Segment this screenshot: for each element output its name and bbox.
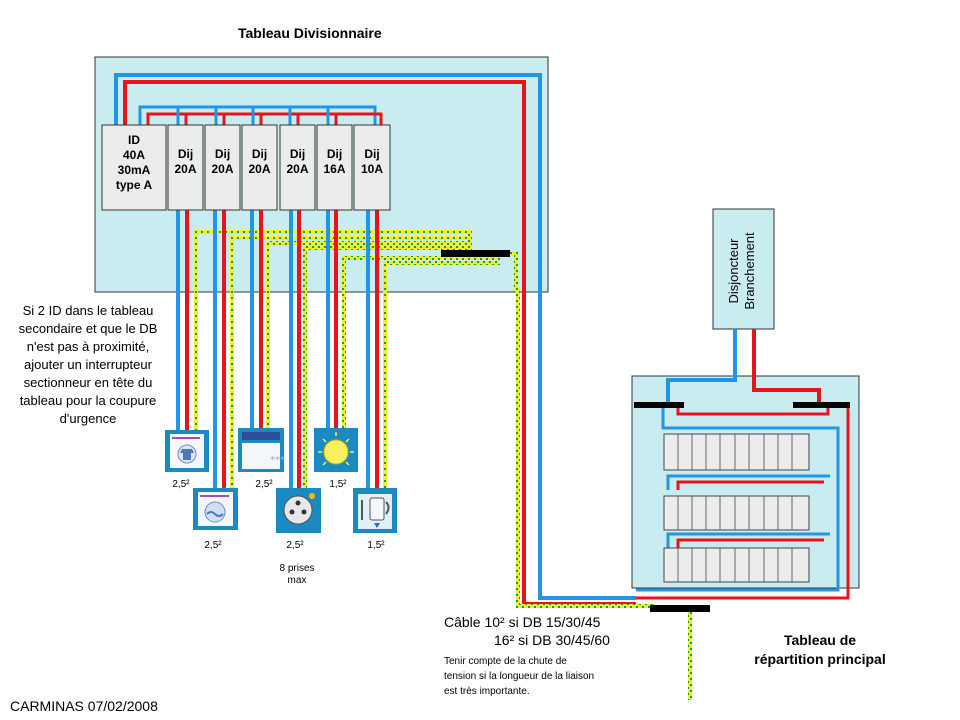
disjoncteur-label: Disjoncteur Branchement bbox=[726, 232, 757, 310]
breaker-5 bbox=[316, 124, 353, 211]
earth-conductors-secondary bbox=[194, 230, 500, 488]
cable-line-2: 16² si DB 30/45/60 bbox=[494, 632, 610, 648]
neutral-busbar bbox=[634, 402, 684, 408]
section-water-heater: 1,5² bbox=[367, 540, 385, 551]
main-breaker bbox=[101, 124, 167, 211]
washing-machine-icon bbox=[193, 488, 238, 530]
main-breaker-dividers bbox=[677, 434, 793, 582]
sockets-note: 8 prises max bbox=[279, 563, 315, 586]
signature: CARMINAS 07/02/2008 bbox=[10, 698, 158, 714]
section-socket: 2,5² bbox=[286, 540, 304, 551]
svg-text:***: *** bbox=[270, 455, 285, 466]
water-heater-icon bbox=[353, 488, 397, 533]
breaker-2-label: Dij 20A bbox=[211, 147, 234, 176]
earth-bar-secondary bbox=[441, 250, 510, 257]
main-breaker-rows bbox=[663, 433, 810, 583]
main-breaker-label: ID 40A 30mA type A bbox=[115, 133, 153, 192]
breaker-row bbox=[101, 124, 391, 211]
dryer-icon bbox=[165, 430, 209, 472]
breaker-4-label: Dij 20A bbox=[286, 147, 309, 176]
cable-note: Tenir compte de la chute de tension si l… bbox=[444, 656, 595, 697]
phase-busbar bbox=[793, 402, 850, 408]
freezer-icon: *** bbox=[238, 428, 285, 472]
disjoncteur-box bbox=[712, 208, 775, 330]
breaker-3 bbox=[241, 124, 278, 211]
section-washer: 2,5² bbox=[204, 540, 222, 551]
secondary-panel-title: Tableau Divisionnaire bbox=[238, 25, 382, 41]
breaker-1 bbox=[167, 124, 204, 211]
cable-line-1: Câble 10² si DB 15/30/45 bbox=[444, 614, 601, 630]
breaker-2 bbox=[204, 124, 241, 211]
section-dryer: 2,5² bbox=[172, 479, 190, 490]
main-panel-label: Tableau de répartition principal bbox=[754, 632, 886, 667]
breaker-3-label: Dij 20A bbox=[248, 147, 271, 176]
breaker-4 bbox=[279, 124, 316, 211]
earth-bar-main bbox=[650, 605, 710, 612]
internal-bus-links bbox=[138, 105, 383, 125]
socket-icon bbox=[276, 488, 321, 533]
note-left: Si 2 ID dans le tableau secondaire et qu… bbox=[18, 303, 158, 426]
breaker-6 bbox=[353, 124, 391, 211]
light-bulb-icon bbox=[314, 428, 358, 472]
outgoing-circuits bbox=[176, 210, 379, 488]
section-light: 1,5² bbox=[329, 479, 347, 490]
breaker-6-label: Dij 10A bbox=[360, 147, 383, 176]
breaker-5-label: Dij 16A bbox=[323, 147, 346, 176]
breaker-1-label: Dij 20A bbox=[174, 147, 197, 176]
section-freezer: 2,5² bbox=[255, 479, 273, 490]
supply-link bbox=[666, 329, 821, 402]
